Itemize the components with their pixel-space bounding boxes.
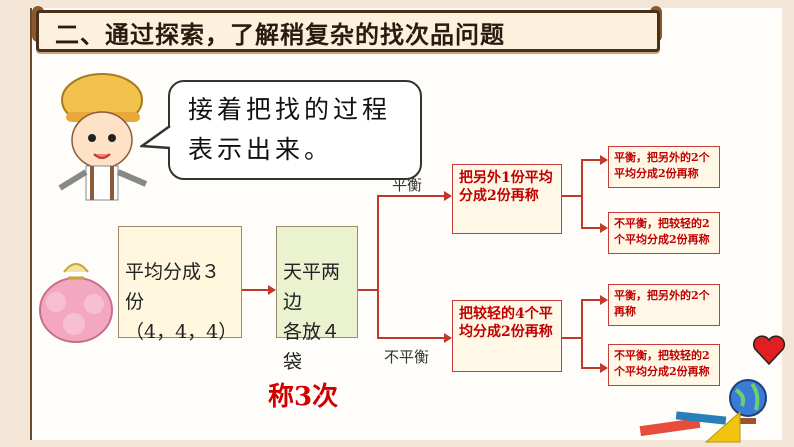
page-title: 二、通过探索，了解稍复杂的找次品问题 bbox=[55, 21, 505, 49]
leaf-box-3: 平衡，把另外的2个再称 bbox=[608, 284, 720, 326]
ruler-and-pencils-decoration bbox=[639, 410, 741, 443]
step-weigh-line2: 各放４袋 bbox=[283, 321, 341, 373]
mid-box-balanced: 把另外1份平均分成2份再称 bbox=[452, 164, 562, 234]
leaf-box-2: 不平衡，把较轻的2个平均分成2份再称 bbox=[608, 212, 720, 254]
branch-label-balanced: 平衡 bbox=[392, 176, 423, 194]
heart-icon bbox=[752, 335, 786, 366]
step-divide-line2: （4，4，4） bbox=[125, 321, 238, 343]
leaf-box-1: 平衡，把另外的2个平均分成2份再称 bbox=[608, 146, 720, 188]
candy-bag-illustration bbox=[39, 263, 113, 343]
bubble-tail bbox=[140, 124, 171, 150]
branch-label-unbalanced: 不平衡 bbox=[384, 348, 430, 366]
leaf-box-4: 不平衡，把较轻的2个平均分成2份再称 bbox=[608, 344, 720, 386]
step-weigh-box: 天平两边 各放４袋 bbox=[276, 226, 358, 373]
step-divide-line1: 平均分成３份 bbox=[125, 261, 221, 313]
bubble-line-2: 表示出来。 bbox=[188, 135, 334, 164]
globe-icon bbox=[729, 379, 767, 424]
title-banner: 二、通过探索，了解稍复杂的找次品问题 bbox=[36, 10, 660, 52]
boy-character-illustration bbox=[58, 73, 148, 201]
bubble-line-1: 接着把找的过程 bbox=[188, 95, 392, 124]
step-divide-box: 平均分成３份 （4，4，4） bbox=[118, 226, 242, 343]
step-weigh-line1: 天平两边 bbox=[283, 261, 341, 313]
speech-bubble: 接着把找的过程 表示出来。 bbox=[168, 80, 422, 180]
mid-box-unbalanced: 把较轻的4个平均分成2份再称 bbox=[452, 300, 562, 372]
result-text: 称3次 bbox=[268, 382, 339, 412]
